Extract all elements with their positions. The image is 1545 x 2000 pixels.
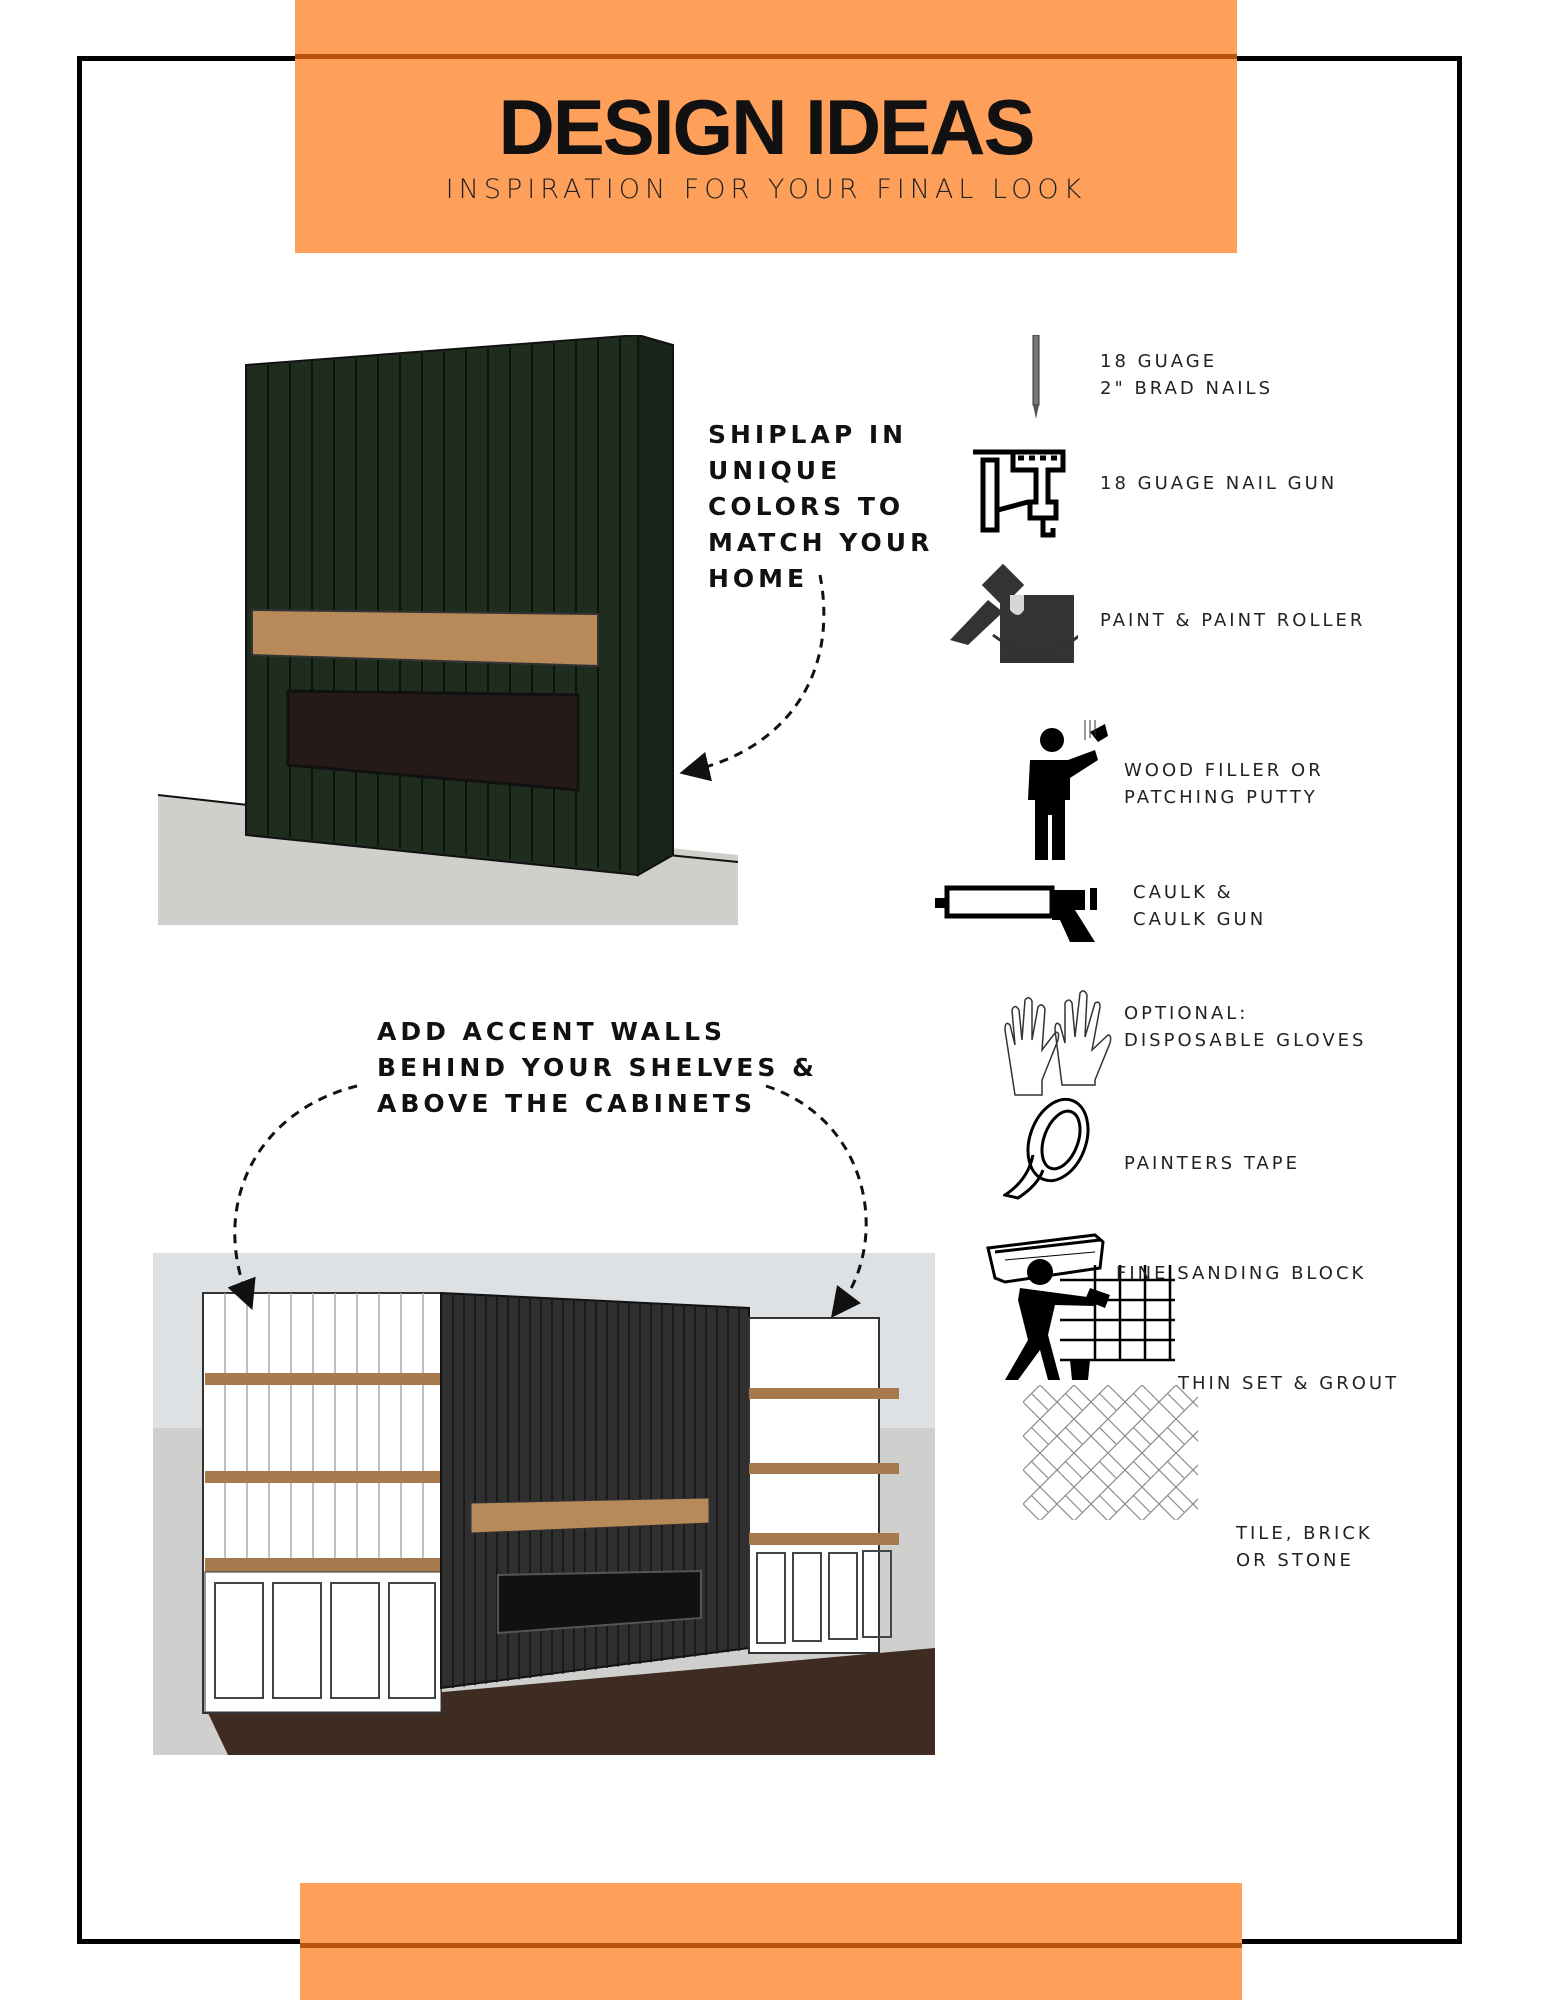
shiplap-callout: SHIPLAP IN UNIQUE COLORS TO MATCH YOUR H… [708, 417, 933, 597]
callout-line: HOME [708, 564, 809, 593]
supply-label-thin-set: THIN SET & GROUT [1178, 1373, 1400, 1394]
paint-bucket-icon [948, 540, 1078, 665]
green-shiplap-fireplace-illustration [158, 335, 738, 925]
supply-label-paint: PAINT & PAINT ROLLER [1100, 610, 1366, 631]
supply-label-nail-gun: 18 GUAGE NAIL GUN [1100, 473, 1338, 494]
page-subtitle: INSPIRATION FOR YOUR FINAL LOOK [445, 174, 1087, 205]
footer-rule [300, 1943, 1242, 1948]
arrow-to-left-wall [227, 1084, 358, 1311]
supply-label-painters-tape: PAINTERS TAPE [1124, 1153, 1300, 1174]
header-banner: DESIGN IDEAS INSPIRATION FOR YOUR FINAL … [295, 0, 1237, 253]
tape-icon [1003, 1095, 1093, 1200]
callout-line: SHIPLAP IN [708, 420, 908, 449]
arrow-to-shiplap [679, 574, 826, 782]
sanding-block-icon [985, 1230, 1105, 1285]
accent-wall-callout: ADD ACCENT WALLS BEHIND YOUR SHELVES & A… [377, 1014, 818, 1122]
callout-line: MATCH YOUR [708, 528, 934, 557]
nail-gun-icon [968, 440, 1078, 540]
page-title: DESIGN IDEAS [498, 83, 1035, 171]
supply-label-sanding-block: FINE SANDING BLOCK [1116, 1263, 1367, 1284]
callout-line: ABOVE THE CABINETS [377, 1089, 756, 1118]
gloves-icon [1000, 985, 1115, 1100]
footer-banner [300, 1883, 1242, 2000]
callout-line: BEHIND YOUR SHELVES & [377, 1053, 818, 1082]
callout-line: ADD ACCENT WALLS [377, 1017, 727, 1046]
arrow-to-right-wall [765, 1084, 868, 1318]
accent-wall-builtins-illustration [153, 1253, 935, 1755]
brad-nail-icon [1028, 335, 1044, 419]
caulk-gun-icon [935, 880, 1100, 950]
header-rule [295, 54, 1237, 59]
tiling-person-icon [1000, 1250, 1175, 1385]
callout-line: UNIQUE [708, 456, 842, 485]
herringbone-tile-icon [1023, 1385, 1198, 1520]
wood-filler-person-icon [1020, 720, 1115, 860]
supply-label-caulk: CAULK &CAULK GUN [1133, 882, 1267, 930]
callout-line: COLORS TO [708, 492, 905, 521]
supply-label-gloves: OPTIONAL:DISPOSABLE GLOVES [1124, 1003, 1367, 1051]
